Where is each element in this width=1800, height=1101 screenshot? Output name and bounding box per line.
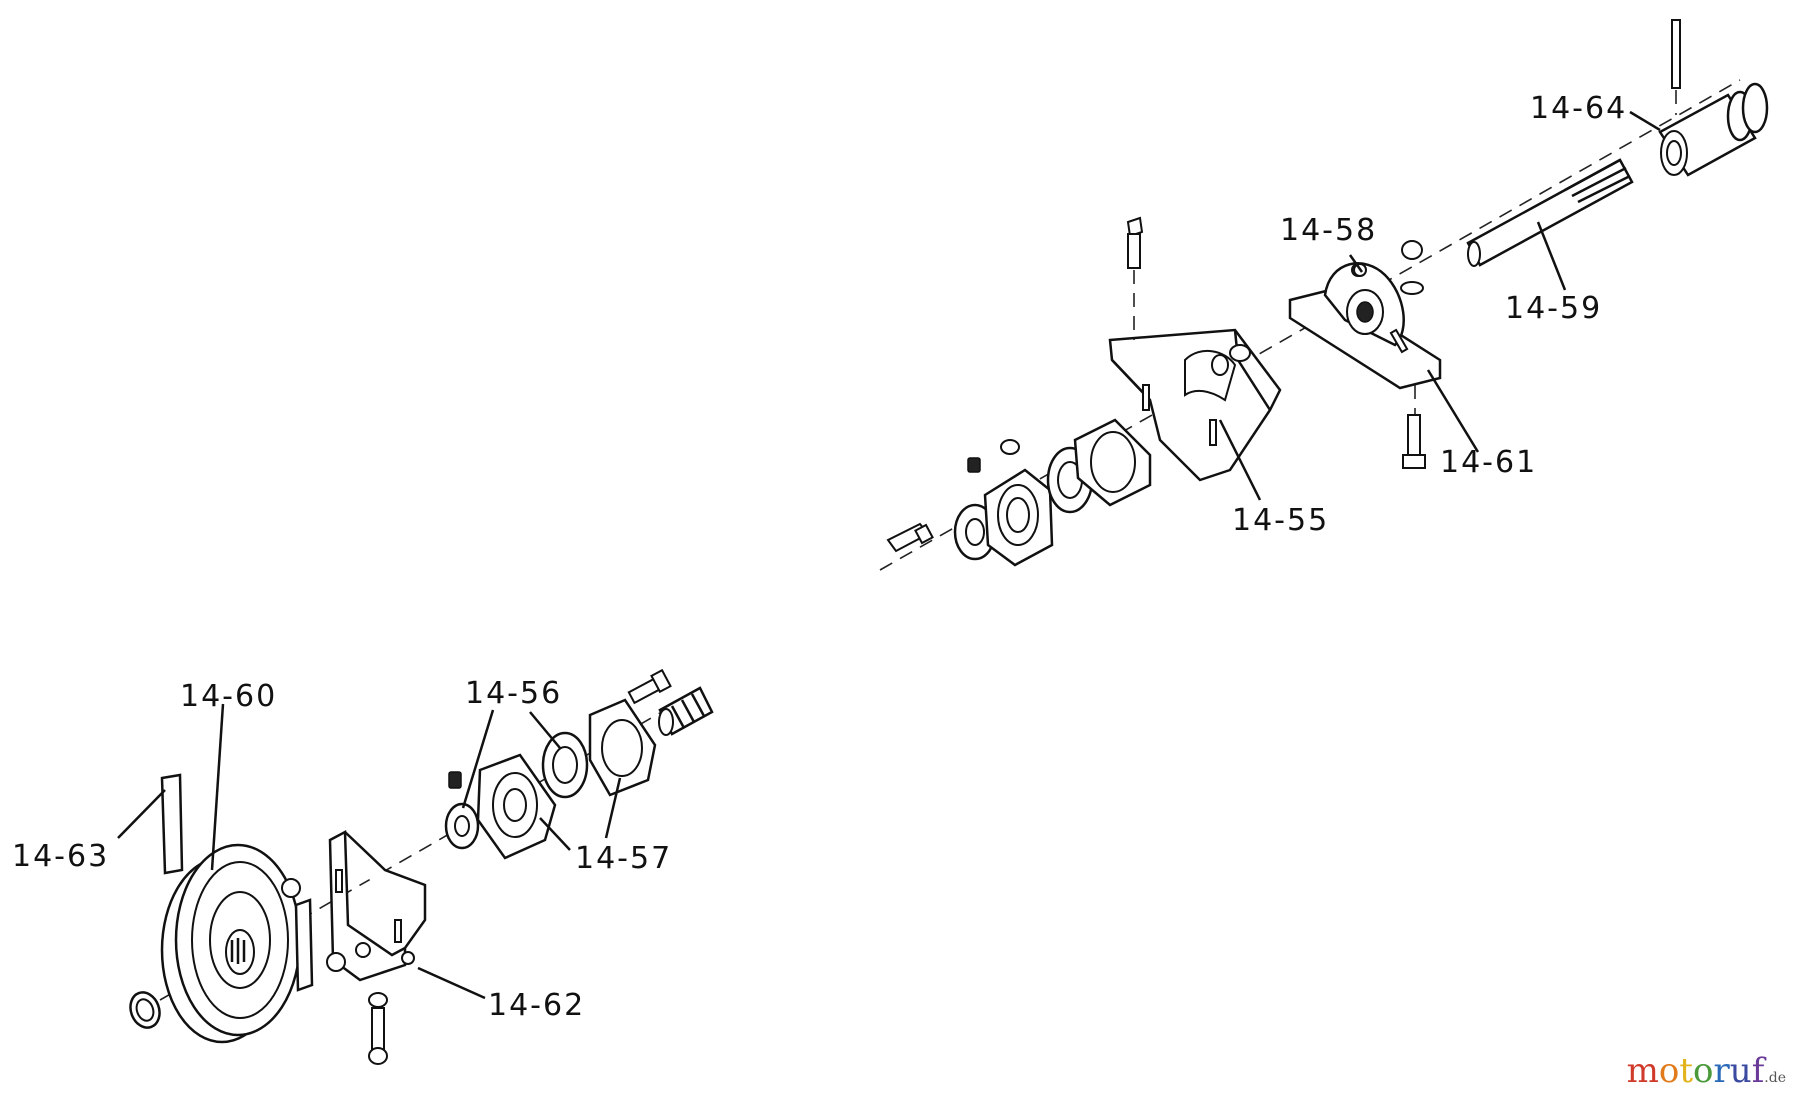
watermark-letter: f <box>1751 1051 1765 1091</box>
set-screw-upper <box>967 457 981 473</box>
carriage-bolt-left <box>886 522 934 553</box>
washer-pillow-block <box>1400 281 1424 295</box>
label-14-55: 14-55 <box>1232 503 1329 538</box>
label-14-64: 14-64 <box>1530 91 1627 126</box>
upper-assembly <box>879 19 1769 571</box>
watermark-suffix: .de <box>1764 1070 1786 1086</box>
leader-14-63 <box>117 789 166 839</box>
watermark-letter: o <box>1693 1051 1714 1091</box>
label-14-61: 14-61 <box>1440 445 1537 480</box>
label-14-60: 14-60 <box>180 679 277 714</box>
key-14-63 <box>160 773 184 875</box>
watermark-letter: m <box>1626 1051 1659 1091</box>
leader-14-59 <box>1536 221 1567 291</box>
flange-plate-lower <box>588 698 657 797</box>
lock-collar-upper <box>953 503 997 561</box>
label-14-62: 14-62 <box>488 988 585 1023</box>
nut-bracket-a <box>1229 344 1251 362</box>
roll-pin <box>1671 19 1681 115</box>
hex-bolt-upper <box>1126 216 1144 340</box>
nut-upper-left <box>1000 439 1020 455</box>
belt-guard-arm <box>294 898 314 992</box>
drive-shaft-14-59 <box>1466 158 1634 267</box>
label-14-56: 14-56 <box>465 676 562 711</box>
bearing-14-56 <box>541 731 589 799</box>
leader-14-57-b <box>604 777 622 839</box>
leader-14-56-a <box>461 709 495 809</box>
lock-collar-lower <box>444 802 480 850</box>
leader-14-57-a <box>539 817 571 851</box>
label-14-58: 14-58 <box>1280 213 1377 248</box>
leader-14-60 <box>210 703 225 871</box>
flange-plate-upper <box>1073 418 1152 507</box>
label-14-59: 14-59 <box>1505 291 1602 326</box>
pillow-block-14-61 <box>1288 262 1442 390</box>
leader-14-61 <box>1426 369 1480 453</box>
leader-14-55 <box>1218 419 1262 501</box>
hex-bolt-lower-pillow <box>1402 385 1426 469</box>
carriage-bolt-lower-right <box>627 668 672 705</box>
watermark-letter: t <box>1679 1051 1694 1091</box>
leader-14-62 <box>417 966 486 1000</box>
nut-bracket-b <box>1211 354 1229 376</box>
watermark-letter: o <box>1658 1051 1680 1091</box>
lower-assembly <box>129 668 714 1065</box>
snap-ring <box>129 991 161 1029</box>
part-labels: 14-55 14-56 14-57 14-58 14-59 14-60 14-6… <box>12 91 1627 1023</box>
leader-14-64 <box>1629 110 1661 132</box>
watermark-letter: r <box>1713 1051 1730 1091</box>
nut-lower-b <box>326 952 346 972</box>
pulley-14-60 <box>160 843 302 1044</box>
set-screw-lower <box>448 771 462 789</box>
flange-bearing-upper <box>983 468 1054 567</box>
leader-14-56-b <box>529 711 561 749</box>
watermark-letter: u <box>1729 1051 1752 1091</box>
leader-lines <box>117 110 1661 1000</box>
mounting-bracket-14-62 <box>328 829 427 982</box>
nut-pillow-block <box>1401 240 1423 260</box>
label-14-57: 14-57 <box>575 841 672 876</box>
label-14-63: 14-63 <box>12 839 109 874</box>
nut-lower-a <box>281 878 301 898</box>
watermark-logo: motoruf.de <box>1627 1051 1786 1091</box>
splined-stub-shaft <box>658 686 714 736</box>
flange-bearing-14-57 <box>476 753 557 860</box>
leader-14-58 <box>1348 254 1364 273</box>
coupler-14-64 <box>1658 82 1769 177</box>
hex-bolt-lower <box>368 992 388 1065</box>
